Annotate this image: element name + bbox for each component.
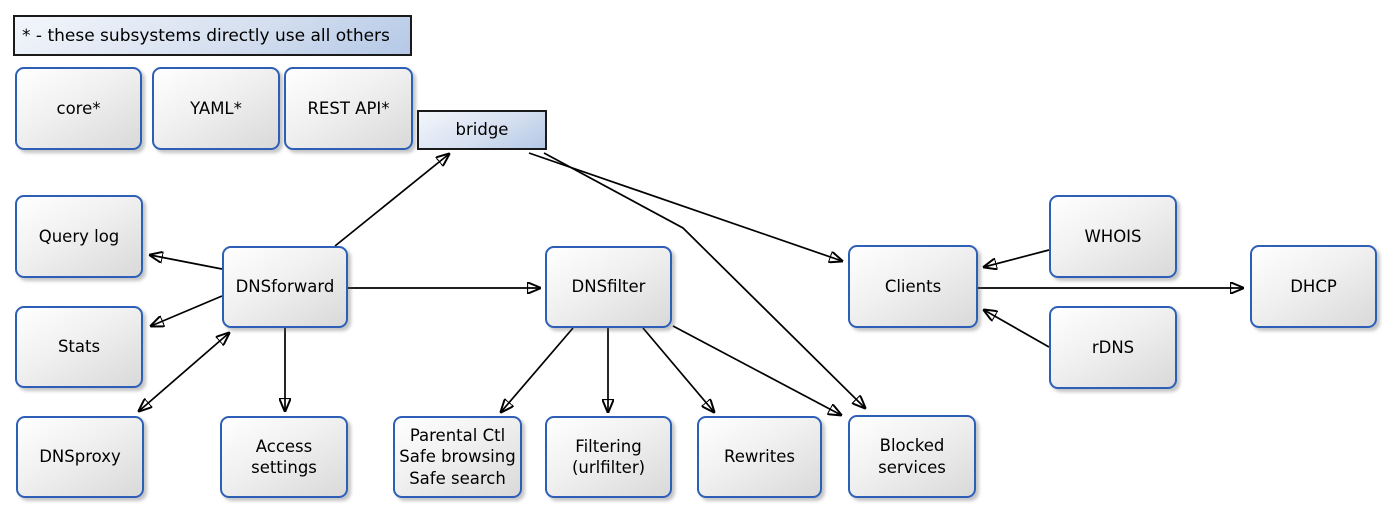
node-rdns: rDNS — [1049, 306, 1177, 389]
node-core: core* — [15, 67, 142, 150]
node-stats: Stats — [15, 306, 143, 388]
node-filtering: Filtering (urlfilter) — [545, 416, 672, 498]
node-rewrites-label: Rewrites — [724, 447, 795, 467]
edge-dnsforward-querylog — [150, 255, 223, 270]
node-dnsfilter-label: DNSfilter — [571, 277, 646, 297]
edge-dnsforward-bridge — [334, 154, 449, 247]
node-rdns-label: rDNS — [1091, 337, 1135, 357]
node-clients-label: Clients — [884, 276, 942, 296]
node-parental-ctl: Parental Ctl Safe browsing Safe search — [393, 416, 522, 498]
edge-rdns-clients — [984, 310, 1050, 348]
node-query-log-label: Query log — [38, 226, 120, 246]
node-core-label: core* — [56, 98, 101, 118]
node-dnsfilter: DNSfilter — [545, 246, 672, 328]
edge-bridge-clients — [528, 152, 842, 261]
node-whois-label: WHOIS — [1084, 226, 1142, 246]
legend-note: * - these subsystems directly use all ot… — [13, 15, 412, 56]
node-blocked-services-label: Blocked services — [878, 436, 946, 477]
node-filtering-label: Filtering (urlfilter) — [571, 436, 646, 477]
node-bridge: bridge — [417, 110, 547, 150]
node-whois: WHOIS — [1049, 195, 1177, 278]
node-query-log: Query log — [15, 195, 143, 278]
edge-dnsforward-dnsproxy — [139, 333, 229, 411]
node-bridge-label: bridge — [455, 120, 509, 140]
node-dnsforward: DNSforward — [222, 246, 348, 328]
edge-dnsfilter-rewrites — [642, 327, 714, 412]
edge-whois-clients — [984, 249, 1050, 267]
node-dhcp-label: DHCP — [1290, 276, 1337, 296]
edge-dnsfilter-parental — [501, 327, 574, 412]
node-yaml: YAML* — [152, 67, 280, 150]
node-yaml-label: YAML* — [190, 98, 242, 118]
edge-dnsfilter-blocked — [672, 325, 841, 415]
node-dnsproxy: DNSproxy — [16, 416, 144, 498]
node-dhcp: DHCP — [1250, 245, 1377, 328]
node-clients: Clients — [848, 245, 978, 328]
legend-note-text: * - these subsystems directly use all ot… — [22, 25, 390, 46]
node-rest-api-label: REST API* — [307, 98, 390, 118]
node-dnsforward-label: DNSforward — [235, 277, 335, 297]
node-access-settings: Access settings — [220, 416, 348, 498]
node-stats-label: Stats — [57, 337, 101, 357]
node-rest-api: REST API* — [284, 67, 413, 150]
node-access-settings-label: Access settings — [251, 436, 317, 477]
node-blocked-services: Blocked services — [848, 415, 976, 498]
node-parental-ctl-label: Parental Ctl Safe browsing Safe search — [399, 425, 516, 488]
edge-dnsforward-stats — [151, 295, 223, 326]
node-rewrites: Rewrites — [697, 416, 822, 498]
node-dnsproxy-label: DNSproxy — [39, 447, 121, 467]
